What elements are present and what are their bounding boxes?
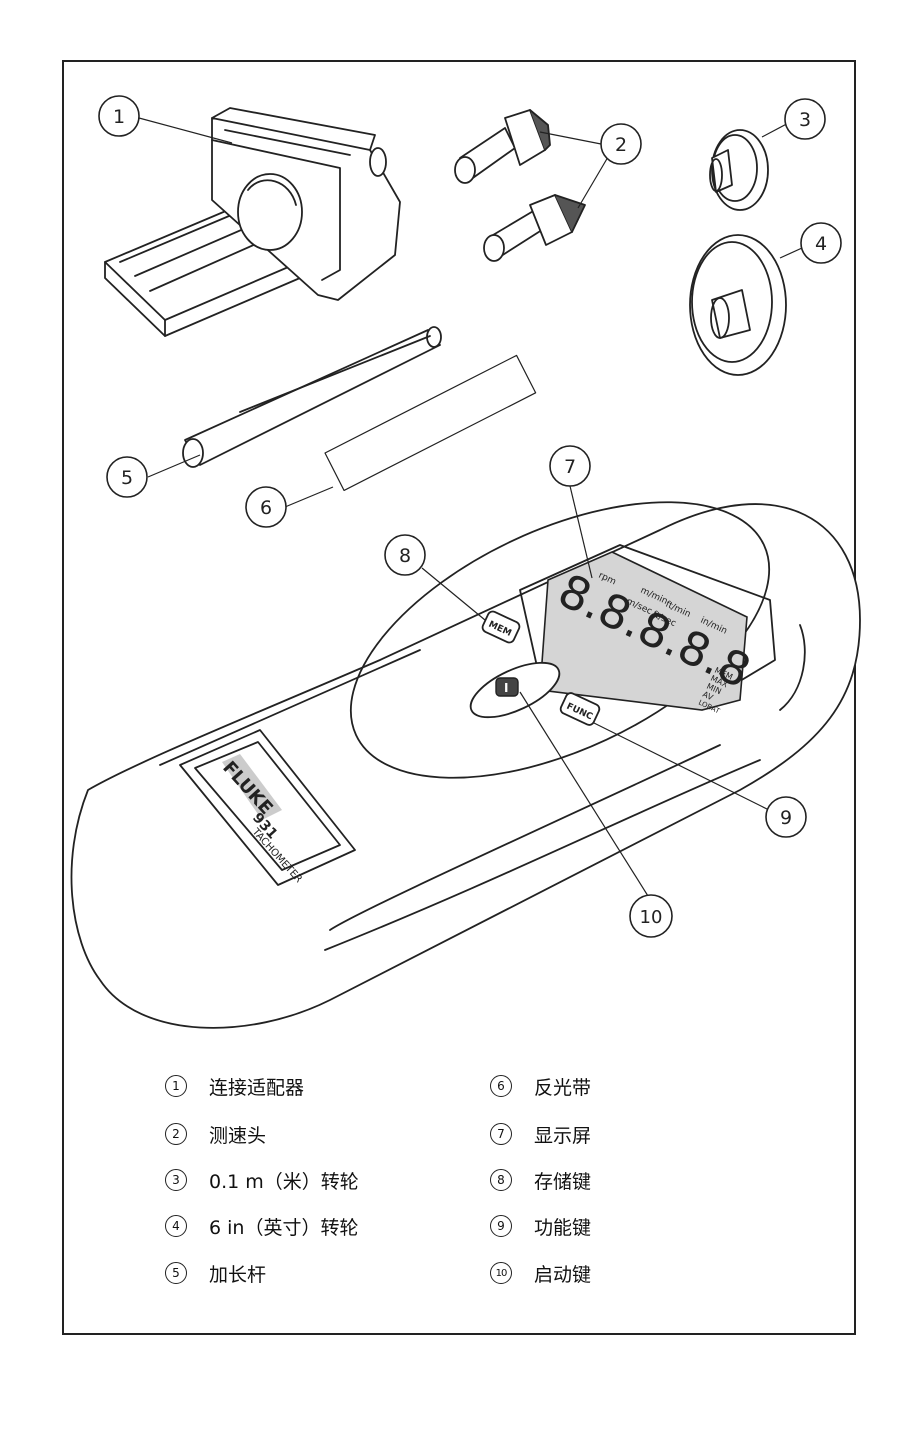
legend-text: 测速头 bbox=[209, 1124, 267, 1147]
reflective-tape bbox=[324, 354, 537, 492]
legend-item-4: 4 6 in（英寸）转轮 bbox=[165, 1211, 358, 1241]
legend-text: 连接适配器 bbox=[209, 1076, 305, 1099]
legend-text: 0.1 m（米）转轮 bbox=[209, 1170, 359, 1193]
legend-item-8: 8 存储键 bbox=[490, 1165, 591, 1195]
wheel-6in bbox=[689, 234, 787, 376]
svg-text:6: 6 bbox=[260, 497, 272, 519]
legend-item-10: 10 启动键 bbox=[490, 1258, 591, 1288]
callouts: 1 2 3 4 5 6 7 8 9 10 bbox=[98, 95, 842, 938]
legend-num: 3 bbox=[165, 1169, 187, 1191]
svg-text:1: 1 bbox=[113, 106, 125, 128]
legend-text: 显示屏 bbox=[534, 1124, 592, 1147]
legend-item-9: 9 功能键 bbox=[490, 1211, 591, 1241]
legend-num: 10 bbox=[490, 1262, 512, 1284]
wheel-0-1m bbox=[709, 129, 769, 211]
callout-7: 7 bbox=[549, 445, 591, 487]
legend-item-1: 1 连接适配器 bbox=[165, 1071, 304, 1101]
func-button[interactable]: FUNC bbox=[559, 691, 601, 726]
legend-text: 6 in（英寸）转轮 bbox=[209, 1216, 359, 1239]
legend-num: 7 bbox=[490, 1123, 512, 1145]
legend: 1 连接适配器 2 测速头 3 0.1 m（米）转轮 4 6 in（英寸）转轮 … bbox=[62, 1060, 856, 1320]
figure-frame bbox=[62, 60, 856, 1335]
legend-item-3: 3 0.1 m（米）转轮 bbox=[165, 1165, 359, 1195]
svg-text:I: I bbox=[504, 681, 508, 695]
callout-6: 6 bbox=[245, 486, 287, 528]
legend-num: 9 bbox=[490, 1215, 512, 1237]
svg-text:5: 5 bbox=[121, 467, 133, 489]
svg-text:2: 2 bbox=[615, 134, 627, 156]
leader-lines bbox=[138, 117, 814, 897]
tachometer-body bbox=[70, 501, 861, 1029]
svg-text:8: 8 bbox=[399, 545, 411, 567]
legend-item-5: 5 加长杆 bbox=[165, 1258, 266, 1288]
callout-2: 2 bbox=[600, 123, 642, 165]
callout-10: 10 bbox=[629, 894, 673, 938]
connection-adapter bbox=[104, 107, 401, 337]
legend-num: 6 bbox=[490, 1075, 512, 1097]
svg-text:9: 9 bbox=[780, 807, 792, 829]
accessory-diagram: 8.8.8.8.8 rpm m/min ft/min in/min m/sec … bbox=[70, 95, 861, 1029]
legend-text: 启动键 bbox=[534, 1263, 592, 1286]
svg-text:10: 10 bbox=[640, 907, 663, 928]
tach-probes bbox=[454, 109, 586, 262]
svg-text:7: 7 bbox=[564, 456, 576, 478]
svg-text:3: 3 bbox=[799, 109, 811, 131]
legend-num: 8 bbox=[490, 1169, 512, 1191]
legend-item-7: 7 显示屏 bbox=[490, 1119, 591, 1149]
callout-9: 9 bbox=[765, 796, 807, 838]
legend-num: 1 bbox=[165, 1075, 187, 1097]
svg-text:4: 4 bbox=[815, 233, 827, 255]
start-button[interactable]: I bbox=[463, 652, 567, 729]
legend-item-6: 6 反光带 bbox=[490, 1071, 591, 1101]
legend-item-2: 2 测速头 bbox=[165, 1119, 266, 1149]
mem-button[interactable]: MEM bbox=[481, 610, 521, 644]
legend-text: 存储键 bbox=[534, 1170, 592, 1193]
legend-num: 2 bbox=[165, 1123, 187, 1145]
legend-text: 加长杆 bbox=[209, 1263, 267, 1286]
extension-rod bbox=[182, 326, 442, 468]
callout-8: 8 bbox=[384, 534, 426, 576]
lcd-mode-av: AV bbox=[701, 690, 715, 703]
callout-5: 5 bbox=[106, 456, 148, 498]
callout-4: 4 bbox=[800, 222, 842, 264]
callout-1: 1 bbox=[98, 95, 140, 137]
legend-text: 功能键 bbox=[534, 1216, 592, 1239]
legend-text: 反光带 bbox=[534, 1076, 592, 1099]
legend-num: 5 bbox=[165, 1262, 187, 1284]
callout-3: 3 bbox=[784, 98, 826, 140]
legend-num: 4 bbox=[165, 1215, 187, 1237]
